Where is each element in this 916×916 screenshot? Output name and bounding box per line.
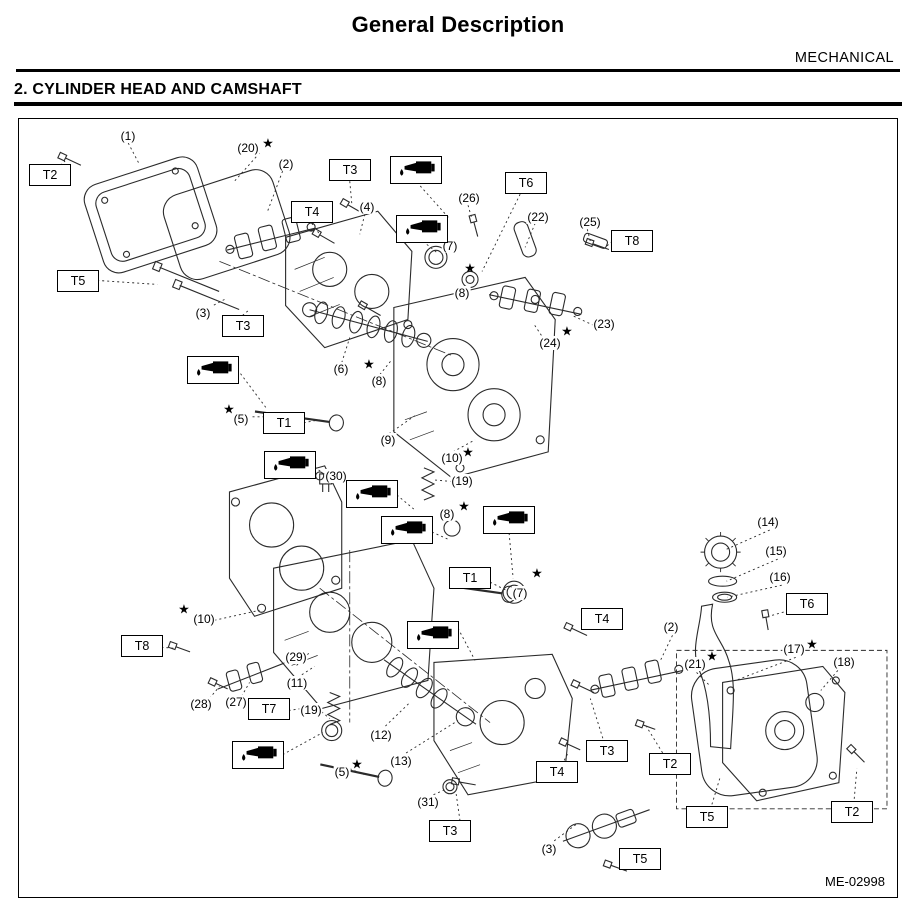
part-callout: (18)	[832, 655, 856, 669]
part-callout: (10)	[192, 612, 216, 626]
sealant-applicator-icon	[390, 156, 442, 184]
sealant-applicator-icon	[264, 451, 316, 479]
section-heading: 2. CYLINDER HEAD AND CAMSHAFT	[14, 81, 302, 98]
sealant-applicator-icon	[187, 356, 239, 384]
part-callout: (3)	[194, 306, 212, 320]
part-callout: (8)	[438, 507, 456, 521]
figure-code: ME-02998	[825, 874, 885, 889]
tool-label-t6: T6	[786, 593, 828, 615]
part-callout: (22)	[526, 210, 550, 224]
part-callout: (15)	[764, 544, 788, 558]
tool-label-t8: T8	[121, 635, 163, 657]
tool-label-t5: T5	[57, 270, 99, 292]
part-callout: (7)	[511, 586, 529, 600]
part-callout: (10)	[440, 451, 464, 465]
part-callout: (26)	[457, 191, 481, 205]
divider-top	[16, 69, 900, 72]
tool-label-t1: T1	[263, 412, 305, 434]
tool-label-t2: T2	[649, 753, 691, 775]
page-title: General Description	[351, 12, 565, 37]
star-marker: ★	[464, 260, 476, 276]
part-callout: (3)	[540, 842, 558, 856]
part-callout: (9)	[379, 433, 397, 447]
star-marker: ★	[806, 636, 818, 652]
star-marker: ★	[178, 601, 190, 617]
part-callout: (31)	[416, 795, 440, 809]
part-callout: (8)	[370, 374, 388, 388]
tool-label-t7: T7	[248, 698, 290, 720]
tool-label-t1: T1	[449, 567, 491, 589]
sealant-applicator-icon	[381, 516, 433, 544]
section-label: MECHANICAL	[794, 50, 894, 66]
sealant-applicator-icon	[396, 215, 448, 243]
part-callout: (4)	[358, 200, 376, 214]
star-marker: ★	[351, 756, 363, 772]
part-callout: (29)	[284, 650, 308, 664]
star-marker: ★	[223, 401, 235, 417]
part-callout: (1)	[119, 129, 137, 143]
tool-label-t2: T2	[831, 801, 873, 823]
part-callout: (24)	[538, 336, 562, 350]
tool-label-t4: T4	[581, 608, 623, 630]
tool-label-t4: T4	[291, 201, 333, 223]
part-callout: (19)	[450, 474, 474, 488]
part-callout: (14)	[756, 515, 780, 529]
sealant-applicator-icon	[407, 621, 459, 649]
sealant-applicator-icon	[346, 480, 398, 508]
part-callout: (16)	[768, 570, 792, 584]
star-marker: ★	[363, 356, 375, 372]
star-marker: ★	[462, 444, 474, 460]
star-marker: ★	[531, 565, 543, 581]
star-marker: ★	[706, 648, 718, 664]
part-callout: (23)	[592, 317, 616, 331]
sealant-applicator-icon	[232, 741, 284, 769]
sealant-applicator-icon	[483, 506, 535, 534]
tool-label-t3: T3	[329, 159, 371, 181]
tool-label-t2: T2	[29, 164, 71, 186]
tool-label-t4: T4	[536, 761, 578, 783]
part-callout: (27)	[224, 695, 248, 709]
tool-label-t3: T3	[586, 740, 628, 762]
part-callout: (5)	[333, 765, 351, 779]
part-callout: (30)	[324, 469, 348, 483]
part-callout: (2)	[662, 620, 680, 634]
part-callout: (17)	[782, 642, 806, 656]
part-callout: (28)	[189, 697, 213, 711]
star-marker: ★	[561, 323, 573, 339]
part-callout: (19)	[299, 703, 323, 717]
star-marker: ★	[262, 135, 274, 151]
part-callout: (5)	[232, 412, 250, 426]
tool-label-t6: T6	[505, 172, 547, 194]
part-callout: (11)	[285, 676, 309, 690]
tool-label-t3: T3	[222, 315, 264, 337]
part-callout: (2)	[277, 157, 295, 171]
engine-exploded-art	[48, 142, 888, 872]
tool-label-t5: T5	[686, 806, 728, 828]
part-callout: (25)	[578, 215, 602, 229]
part-callout: (6)	[332, 362, 350, 376]
part-callout: (13)	[389, 754, 413, 768]
part-callout: (20)	[236, 141, 260, 155]
part-callout: (21)	[683, 657, 707, 671]
part-callout: (8)	[453, 286, 471, 300]
tool-label-t3: T3	[429, 820, 471, 842]
tool-label-t5: T5	[619, 848, 661, 870]
divider-heading	[14, 102, 902, 106]
star-marker: ★	[458, 498, 470, 514]
part-callout: (12)	[369, 728, 393, 742]
tool-label-t8: T8	[611, 230, 653, 252]
